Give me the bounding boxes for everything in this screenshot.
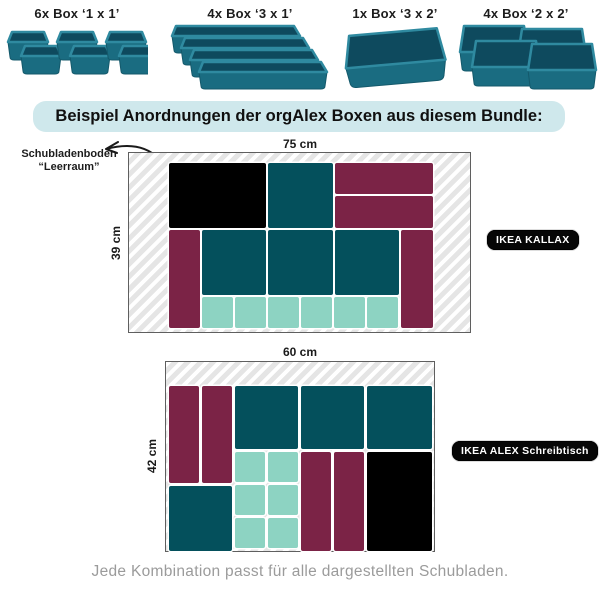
arranged-box-1x1 — [235, 485, 265, 515]
arranged-box-1x1 — [268, 485, 298, 515]
arranged-box-3x1 — [169, 230, 200, 328]
diagram2-height-label: 42 cm — [145, 438, 159, 474]
annotation-leerraum: Schubladenboden “Leerraum” — [14, 148, 124, 174]
arranged-box-1x1 — [367, 297, 398, 328]
arranged-box-2x2 — [367, 386, 432, 449]
arranged-box-3x2 — [367, 452, 432, 551]
diagram1-height-label: 39 cm — [109, 225, 123, 261]
arranged-box-1x1 — [268, 518, 298, 548]
product-label-2x2: 4x Box ‘2 x 2’ — [483, 6, 569, 21]
arranged-box-2x2 — [268, 230, 333, 295]
arranged-box-3x1 — [169, 386, 199, 483]
arranged-box-3x1 — [334, 452, 364, 551]
diagram1-width-label: 75 cm — [282, 137, 318, 151]
arranged-box-2x2 — [335, 230, 399, 295]
arranged-box-1x1 — [202, 297, 233, 328]
product-photo-1x1-boxes — [6, 30, 148, 75]
arranged-box-1x1 — [334, 297, 365, 328]
drawer-diagram-alex — [165, 361, 435, 552]
product-label-3x2: 1x Box ‘3 x 2’ — [352, 6, 438, 21]
arranged-box-1x1 — [235, 452, 265, 482]
arranged-box-3x1 — [401, 230, 433, 328]
arranged-box-3x1 — [335, 196, 433, 228]
product-photo-3x1-boxes — [170, 24, 329, 90]
arranged-box-1x1 — [235, 518, 265, 548]
arranged-box-2x2 — [268, 163, 333, 228]
badge-ikea-kallax: IKEA KALLAX — [487, 230, 579, 250]
annotation-line1: Schubladenboden — [21, 148, 117, 160]
product-label-3x1: 4x Box ‘3 x 1’ — [207, 6, 293, 21]
page-title: Beispiel Anordnungen der orgAlex Boxen a… — [33, 101, 565, 132]
arranged-box-3x1 — [335, 163, 433, 194]
arranged-box-1x1 — [268, 452, 298, 482]
annotation-line2: “Leerraum” — [38, 161, 100, 173]
arranged-box-3x1 — [301, 452, 331, 551]
arranged-box-2x2 — [235, 386, 298, 449]
product-photo-3x2-box — [342, 26, 448, 88]
drawer-diagram-kallax — [128, 152, 471, 333]
product-photo-2x2-boxes — [458, 24, 598, 90]
arranged-box-3x1 — [202, 386, 232, 483]
arranged-box-1x1 — [235, 297, 266, 328]
arranged-box-2x2 — [301, 386, 364, 449]
badge-ikea-alex: IKEA ALEX Schreibtisch — [452, 441, 598, 461]
footer-note: Jede Kombination passt für alle dargeste… — [91, 563, 509, 580]
arranged-box-2x2 — [202, 230, 266, 295]
arranged-box-1x1 — [301, 297, 332, 328]
arranged-box-2x2 — [169, 486, 232, 551]
arranged-box-1x1 — [268, 297, 299, 328]
product-label-1x1: 6x Box ‘1 x 1’ — [34, 6, 120, 21]
arranged-box-3x2 — [169, 163, 266, 228]
diagram2-width-label: 60 cm — [282, 345, 318, 359]
